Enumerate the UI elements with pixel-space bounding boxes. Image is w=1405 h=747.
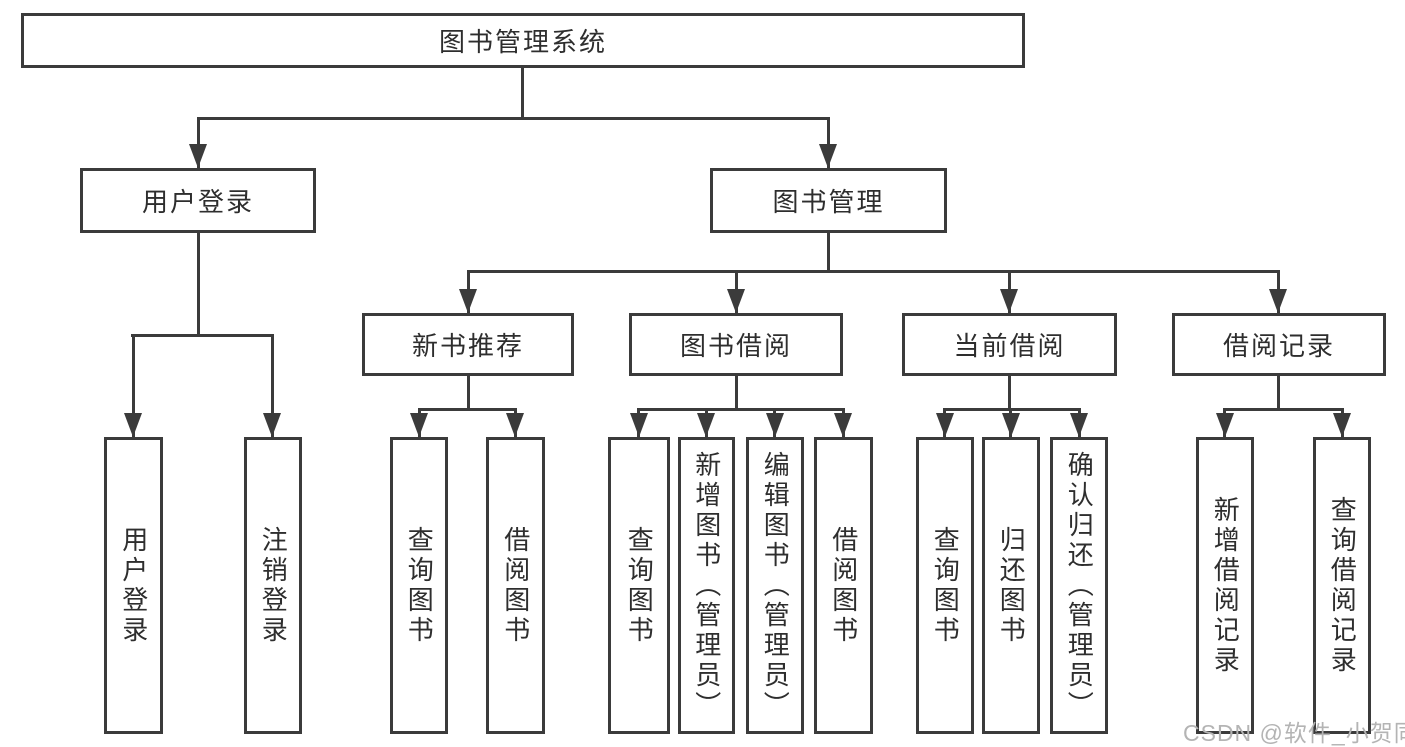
connector-hline — [1224, 408, 1344, 411]
arrow-down-icon — [1216, 413, 1234, 437]
connector-vline — [271, 334, 274, 437]
arrow-down-icon — [1333, 413, 1351, 437]
leaf-user-login: 用户登录 — [104, 437, 163, 734]
node-book-management: 图书管理 — [710, 168, 947, 233]
connector-vline — [132, 334, 135, 437]
node-label: 查询图书 — [404, 525, 435, 646]
node-label: 借阅记录 — [1222, 331, 1335, 361]
arrow-down-icon — [1070, 413, 1088, 437]
connector-hline — [418, 408, 517, 411]
arrow-down-icon — [1269, 289, 1287, 313]
node-root-library-system: 图书管理系统 — [21, 13, 1025, 68]
arrow-down-icon — [410, 413, 428, 437]
node-label: 图书管理 — [772, 187, 885, 217]
arrow-down-icon — [459, 289, 477, 313]
node-label: 用户登录 — [141, 187, 254, 217]
arrow-down-icon — [1002, 413, 1020, 437]
leaf-current-query-books: 查询图书 — [916, 437, 974, 734]
node-label: 借阅图书 — [500, 525, 531, 646]
node-current-borrowing: 当前借阅 — [902, 313, 1117, 376]
connector-vline — [467, 376, 470, 410]
connector-vline — [521, 66, 524, 119]
node-label: 查询图书 — [930, 525, 961, 646]
arrow-down-icon — [834, 413, 852, 437]
connector-vline — [827, 233, 830, 273]
arrow-down-icon — [124, 413, 142, 437]
node-label: 借阅图书 — [828, 525, 859, 646]
node-label: 新增图书（管理员） — [691, 450, 722, 721]
leaf-current-return-books: 归还图书 — [982, 437, 1040, 734]
connector-hline — [944, 408, 1081, 411]
arrow-down-icon — [936, 413, 954, 437]
leaf-borrowing-borrow-books: 借阅图书 — [814, 437, 873, 734]
connector-vline — [1277, 376, 1280, 410]
arrow-down-icon — [1000, 289, 1018, 313]
arrow-down-icon — [697, 413, 715, 437]
node-label: 编辑图书（管理员） — [760, 450, 791, 721]
node-new-book-recommend: 新书推荐 — [362, 313, 574, 376]
leaf-current-confirm-return-admin: 确认归还（管理员） — [1050, 437, 1108, 734]
leaf-borrowing-query-books: 查询图书 — [608, 437, 670, 734]
connector-vline — [197, 117, 200, 168]
connector-vline — [1008, 376, 1011, 410]
arrow-down-icon — [819, 144, 837, 168]
leaf-records-query-record: 查询借阅记录 — [1313, 437, 1371, 734]
node-label: 确认归还（管理员） — [1064, 450, 1095, 721]
connector-hline — [131, 334, 274, 337]
connector-vline — [827, 117, 830, 168]
leaf-borrowing-add-books-admin: 新增图书（管理员） — [678, 437, 735, 734]
connector-hline — [467, 270, 1280, 273]
node-borrowing-records: 借阅记录 — [1172, 313, 1386, 376]
node-label: 图书借阅 — [679, 331, 792, 361]
leaf-logout: 注销登录 — [244, 437, 302, 734]
node-label: 用户登录 — [118, 525, 149, 646]
node-label: 当前借阅 — [953, 331, 1066, 361]
node-label: 查询图书 — [624, 525, 655, 646]
leaf-borrowing-edit-books-admin: 编辑图书（管理员） — [746, 437, 804, 734]
connector-vline — [197, 233, 200, 337]
arrow-down-icon — [189, 144, 207, 168]
node-label: 图书管理系统 — [438, 27, 607, 57]
node-user-login: 用户登录 — [80, 168, 316, 233]
node-label: 查询借阅记录 — [1327, 495, 1358, 676]
arrow-down-icon — [630, 413, 648, 437]
node-label: 注销登录 — [258, 525, 289, 646]
arrow-down-icon — [263, 413, 281, 437]
arrow-down-icon — [766, 413, 784, 437]
leaf-records-add-record: 新增借阅记录 — [1196, 437, 1254, 734]
node-label: 新增借阅记录 — [1210, 495, 1241, 676]
leaf-recommend-query-books: 查询图书 — [390, 437, 448, 734]
arrow-down-icon — [506, 413, 524, 437]
watermark: CSDN @软件_小贺同学 — [1183, 720, 1405, 746]
connector-hline — [638, 408, 845, 411]
connector-vline — [735, 376, 738, 410]
connector-hline — [197, 117, 830, 120]
node-book-borrowing: 图书借阅 — [629, 313, 843, 376]
leaf-recommend-borrow-books: 借阅图书 — [486, 437, 545, 734]
node-label: 新书推荐 — [411, 331, 524, 361]
node-label: 归还图书 — [996, 525, 1027, 646]
arrow-down-icon — [727, 289, 745, 313]
